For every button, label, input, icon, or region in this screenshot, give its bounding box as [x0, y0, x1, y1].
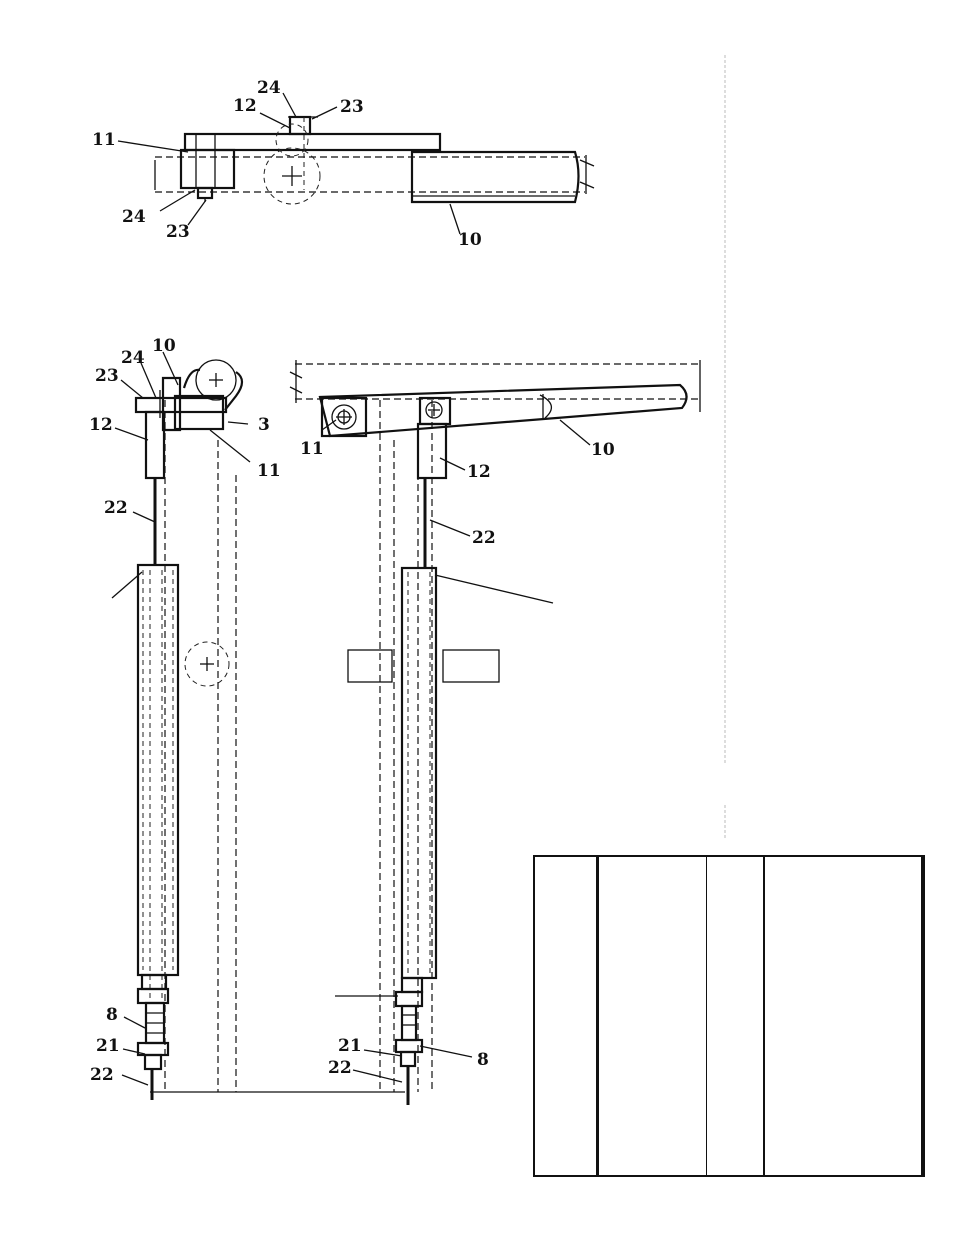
parts-table-column-1: [535, 857, 599, 1175]
parts-table-column-3: [707, 857, 765, 1175]
left-label-11: 11: [257, 461, 281, 481]
parts-table-column-4: [765, 857, 923, 1175]
left-label-10: 10: [152, 336, 176, 356]
top-label-24: 24: [257, 78, 281, 98]
left-label-22: 22: [104, 498, 128, 518]
right-label-22: 22: [472, 528, 496, 548]
left-label-8: 8: [106, 1005, 118, 1025]
right-label-12: 12: [467, 462, 491, 482]
right-label-11: 11: [300, 439, 324, 459]
top-label-10: 10: [458, 230, 482, 250]
left-label-23: 23: [95, 366, 119, 386]
top-view: 24 12 23 11 24 23 10: [92, 78, 595, 250]
right-label-22-lower: 22: [328, 1058, 352, 1078]
left-label-3: 3: [258, 415, 270, 435]
left-label-22-lower: 22: [90, 1065, 114, 1085]
top-label-23: 23: [340, 97, 364, 117]
left-label-24: 24: [121, 348, 145, 368]
right-view: 11 10 12 22 21 8 22: [289, 360, 701, 1105]
parts-table-column-2: [599, 857, 707, 1175]
left-label-21: 21: [96, 1036, 120, 1056]
right-label-8: 8: [477, 1050, 489, 1070]
left-view: 10 24 23 12 3 11 22 8 21 22: [89, 336, 405, 1100]
top-label-24-lower: 24: [122, 207, 146, 227]
right-label-21: 21: [338, 1036, 362, 1056]
left-label-12: 12: [89, 415, 113, 435]
top-label-23-lower: 23: [166, 222, 190, 242]
top-label-11: 11: [92, 130, 116, 150]
parts-table: [533, 855, 925, 1177]
top-label-12: 12: [233, 96, 257, 116]
right-label-10: 10: [591, 440, 615, 460]
